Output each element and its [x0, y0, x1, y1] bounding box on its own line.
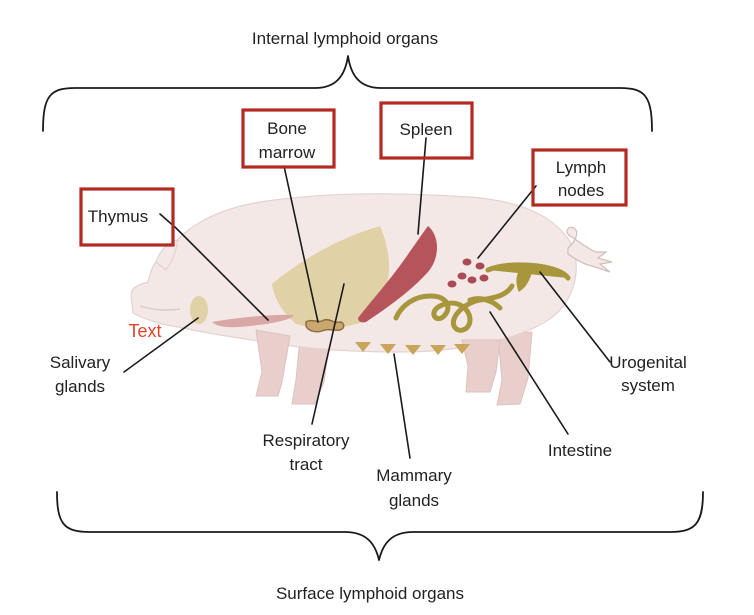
urogenital-label-line1: Urogenital: [609, 353, 687, 372]
respiratory-leader: [311, 283, 345, 425]
pig-front-leg: [255, 329, 291, 397]
bottom-brace: [56, 491, 704, 561]
respiratory-label-line2: tract: [289, 455, 322, 474]
lymph-nodes-highlight-box: [531, 148, 628, 207]
spleen-leader: [417, 137, 427, 235]
respiratory-label-line1: Respiratory: [263, 431, 350, 450]
top-brace: [42, 55, 653, 132]
pig-ear: [155, 239, 179, 271]
pig-illustration: [130, 193, 613, 406]
thymus-organ: [212, 314, 294, 328]
lymph-nodes-label-line1: Lymph: [556, 158, 606, 177]
bone-marrow-label-line1: Bone: [267, 119, 307, 138]
urogenital-organ: [485, 262, 571, 292]
pig-back-leg-rear: [496, 331, 533, 406]
annotation-text: Text: [128, 321, 161, 341]
urogenital-label-line2: system: [621, 376, 675, 395]
bone-marrow-leader: [283, 165, 319, 323]
mammary-glands-organ: [355, 342, 470, 355]
intestine-organ: [393, 283, 515, 333]
lymph-nodes-organ: [447, 258, 489, 288]
mammary-label-line1: Mammary: [376, 466, 452, 485]
bone-marrow-label-line2: marrow: [259, 143, 316, 162]
pig-mouth: [139, 305, 181, 311]
spleen-organ: [358, 226, 437, 323]
intestine-label: Intestine: [548, 441, 612, 460]
leader-lines: [123, 137, 611, 459]
thymus-leader: [159, 213, 269, 321]
intestine-leader: [489, 311, 569, 435]
salivary-label-line1: Salivary: [50, 353, 111, 372]
thymus-label: Thymus: [88, 207, 148, 226]
spleen-label: Spleen: [400, 120, 453, 139]
salivary-gland-organ: [190, 296, 208, 324]
thymus-highlight-box: [79, 187, 175, 247]
pig-back-leg: [461, 339, 501, 393]
pig-tail: [566, 226, 613, 273]
urogenital-leader: [539, 271, 611, 363]
bottom-title: Surface lymphoid organs: [276, 584, 464, 603]
salivary-label-line2: glands: [55, 377, 105, 396]
lymph-nodes-label-line2: nodes: [558, 181, 604, 200]
mammary-label-line2: glands: [389, 491, 439, 510]
lymph-nodes-leader: [477, 185, 537, 259]
respiratory-tract-organ: [272, 226, 390, 328]
spleen-highlight-box: [379, 101, 474, 160]
bone-marrow-highlight-box: [241, 108, 336, 169]
top-title: Internal lymphoid organs: [252, 29, 438, 48]
mammary-leader: [393, 353, 411, 459]
salivary-leader: [123, 317, 199, 373]
